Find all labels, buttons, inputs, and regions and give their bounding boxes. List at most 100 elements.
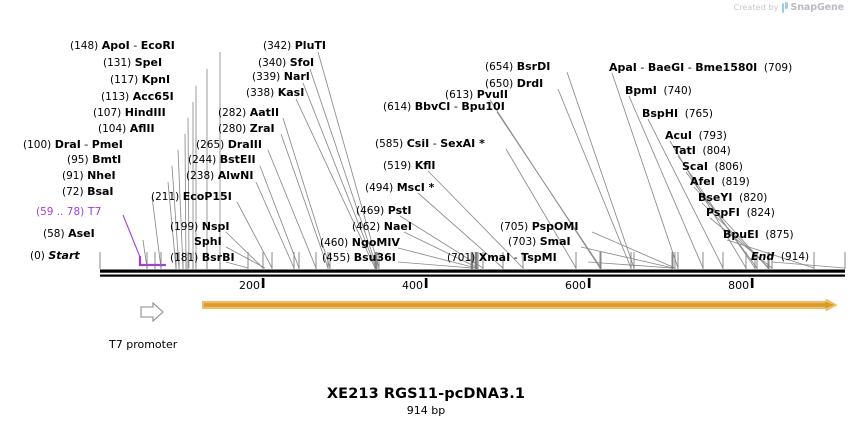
enzyme-name: ApaI xyxy=(609,61,637,74)
site-label-pspomi[interactable]: (705) PspOMI xyxy=(500,221,578,234)
enzyme-separator: - xyxy=(80,138,92,151)
site-position: (519) xyxy=(383,160,412,172)
site-label-t7-feature[interactable]: (59 .. 78) T7 xyxy=(36,206,101,219)
site-label-bsrbi[interactable]: (181) BsrBI xyxy=(170,252,235,265)
leader-line xyxy=(225,261,249,269)
site-label-apai-baegi-bme1580i[interactable]: ApaI - BaeGI - Bme1580I (709) xyxy=(609,61,792,75)
site-label-acui[interactable]: AcuI (793) xyxy=(665,130,727,143)
site-label-acc65i[interactable]: (113) Acc65I xyxy=(101,91,174,104)
t7-promoter-marker[interactable] xyxy=(138,256,166,267)
enzyme-name: KasI xyxy=(277,86,305,99)
site-label-drai-pmei[interactable]: (100) DraI - PmeI xyxy=(23,138,123,152)
site-label-bstei[interactable]: (244) BstEII xyxy=(188,153,256,167)
enzyme-name-partner: PmeI xyxy=(91,138,123,151)
leader-line xyxy=(397,261,473,269)
site-label-xmai-tspmi[interactable]: (701) XmaI - TspMI xyxy=(447,252,557,265)
site-label-sfoi[interactable]: (340) SfoI xyxy=(258,57,314,70)
site-label-zrai[interactable]: (280) ZraI xyxy=(218,123,275,136)
site-label-pluti[interactable]: (342) PluTI xyxy=(263,40,326,53)
site-label-bseyi[interactable]: BseYI (820) xyxy=(698,192,767,205)
site-label-kfli[interactable]: (519) KflI xyxy=(383,160,436,173)
site-label-kasi[interactable]: (338) KasI xyxy=(246,86,305,100)
enzyme-name: BstEII xyxy=(219,153,256,166)
site-label-bbvci-bpu10i[interactable]: (614) BbvCI - Bpu10I xyxy=(383,101,505,114)
site-label-draiii[interactable]: (265) DraIII xyxy=(196,139,262,152)
leader-line xyxy=(611,72,679,269)
leader-line xyxy=(591,231,676,269)
site-label-smai[interactable]: (703) SmaI xyxy=(508,236,571,249)
site-position-trailing: (875) xyxy=(758,229,794,241)
site-label-ngomiv[interactable]: (460) NgoMIV xyxy=(320,237,400,250)
site-position: (282) xyxy=(218,107,247,119)
site-position: (280) xyxy=(218,123,247,135)
site-label-nari[interactable]: (339) NarI xyxy=(252,71,310,84)
site-label-kpni[interactable]: (117) KpnI xyxy=(110,73,171,87)
star-activity-marker: * xyxy=(424,181,435,194)
enzyme-name: HindIII xyxy=(124,106,166,119)
leader-line xyxy=(267,149,317,269)
dna-backbone xyxy=(100,269,845,277)
site-label-naei[interactable]: (462) NaeI xyxy=(352,221,412,234)
leader-line xyxy=(403,231,479,269)
site-position: (91) xyxy=(62,170,84,182)
site-label-sphi[interactable]: SphI xyxy=(194,236,222,248)
leader-line xyxy=(151,196,162,269)
site-label-spei[interactable]: (131) SpeI xyxy=(103,57,162,70)
site-label-alwni[interactable]: (238) AlwNI xyxy=(186,170,253,183)
site-position: (59 .. 78) xyxy=(36,206,85,218)
leader-line xyxy=(282,117,331,269)
snapgene-logo-icon xyxy=(781,2,788,13)
orf-arrow[interactable] xyxy=(201,298,838,312)
site-label-drdi[interactable]: (650) DrdI xyxy=(485,78,543,91)
leader-line xyxy=(295,98,376,269)
site-label-ecop15i[interactable]: (211) EcoP15I xyxy=(151,191,232,204)
leader-line xyxy=(317,51,380,269)
enzyme-name: AseI xyxy=(68,227,95,240)
site-label-csii-sexai[interactable]: (585) CsiI - SexAI * xyxy=(375,137,485,151)
site-position: (148) xyxy=(70,40,99,52)
site-label-bpmi[interactable]: BpmI (740) xyxy=(625,85,692,98)
site-position: (613) xyxy=(445,89,474,101)
enzyme-name-partner: SexAI xyxy=(440,137,476,150)
leader-line xyxy=(587,261,673,269)
site-position: (0) xyxy=(30,250,45,262)
site-label-bsai[interactable]: (72) BsaI xyxy=(62,186,114,199)
site-label-psti[interactable]: (469) PstI xyxy=(356,205,412,218)
site-label-nhei[interactable]: (91) NheI xyxy=(62,169,116,183)
site-position: (244) xyxy=(188,154,217,166)
site-label-end[interactable]: End (914) xyxy=(751,251,809,264)
enzyme-name: KpnI xyxy=(141,73,171,86)
site-label-tati[interactable]: TatI (804) xyxy=(673,145,731,158)
leader-line-t7 xyxy=(122,214,141,258)
enzyme-name: AatII xyxy=(249,106,280,119)
site-label-msci[interactable]: (494) MscI * xyxy=(365,181,435,195)
enzyme-name: PvuII xyxy=(476,88,508,101)
t7-promoter-arrow-icon xyxy=(140,301,164,323)
site-label-asei[interactable]: (58) AseI xyxy=(43,227,95,241)
site-label-afei[interactable]: AfeI (819) xyxy=(690,176,750,189)
site-label-bsu36i[interactable]: (455) Bsu36I xyxy=(322,252,396,265)
snapgene-watermark: Created by SnapGene xyxy=(734,2,844,13)
ruler-tick-marks xyxy=(99,252,846,288)
site-label-hindiii[interactable]: (107) HindIII xyxy=(93,106,166,120)
site-label-aatii[interactable]: (282) AatII xyxy=(218,106,280,120)
ruler-tick-label: 200 xyxy=(239,279,261,292)
enzyme-name: NheI xyxy=(87,169,116,182)
site-label-pvuii[interactable]: (613) PvuII xyxy=(445,88,508,102)
site-label-nspi[interactable]: (199) NspI xyxy=(170,221,229,234)
site-label-pspfi[interactable]: PspFI (824) xyxy=(706,207,775,220)
leader-line xyxy=(302,82,377,269)
site-label-aflii[interactable]: (104) AflII xyxy=(98,123,155,136)
site-label-bmti[interactable]: (95) BmtI xyxy=(67,153,122,167)
site-label-bsrdi[interactable]: (654) BsrDI xyxy=(485,61,550,74)
site-position: (494) xyxy=(365,182,394,194)
enzyme-separator: - xyxy=(429,137,441,150)
site-label-bpuei[interactable]: BpuEI (875) xyxy=(723,229,794,242)
site-label-start[interactable]: (0) Start xyxy=(30,250,80,263)
site-label-apoi-ecori[interactable]: (148) ApoI - EcoRI xyxy=(70,40,175,53)
site-label-bsphi[interactable]: BspHI (765) xyxy=(642,108,713,121)
site-label-scai[interactable]: ScaI (806) xyxy=(682,161,743,174)
leader-line xyxy=(566,71,635,269)
enzyme-name: BmtI xyxy=(92,153,122,166)
